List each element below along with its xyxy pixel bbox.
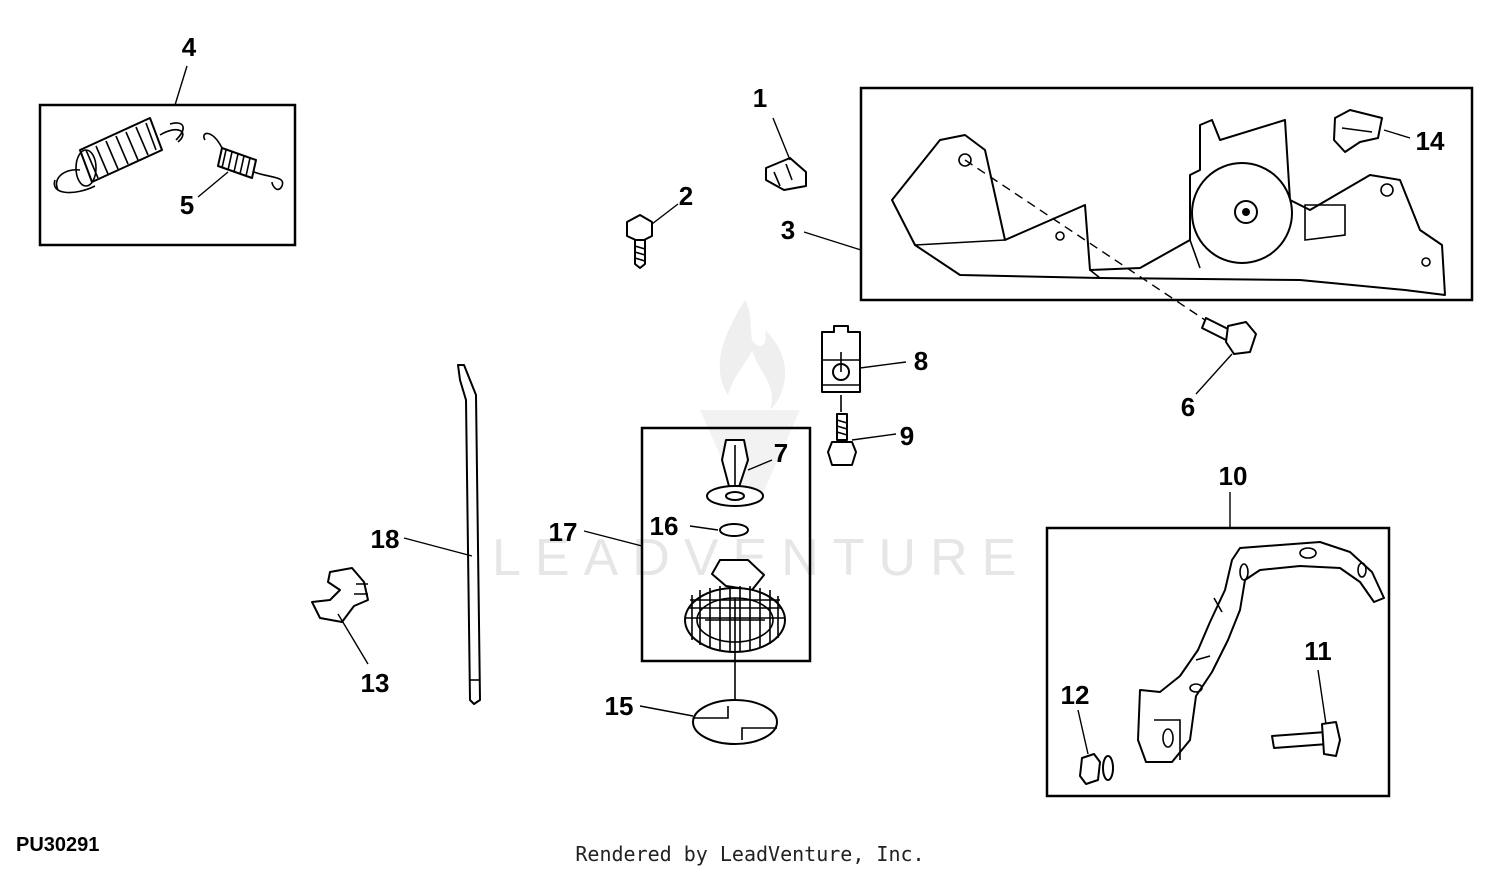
callout-1: 1 [753,83,767,113]
callout-6: 6 [1181,392,1195,422]
extension-spring-small [203,132,284,191]
render-credit: Rendered by LeadVenture, Inc. [575,842,925,866]
callout-5: 5 [180,190,194,220]
callout-7: 7 [774,438,788,468]
callout-4: 4 [182,32,197,62]
callout-8: 8 [914,346,928,376]
governor-bracket-group [803,86,1474,331]
extension-spring-large [53,117,184,194]
callout-3: 3 [781,215,795,245]
callout-2: 2 [679,181,693,211]
bolt-6 [1195,317,1257,395]
callout-11: 11 [1304,636,1332,666]
governor-gear [684,559,786,653]
cable-bracket-8 [821,325,907,393]
callout-labels: 4 5 1 2 3 14 6 8 9 7 16 17 15 18 13 10 1… [180,32,1445,721]
rod-clamp [311,567,369,665]
o-ring-washer [719,523,749,537]
bracket-clip-14 [1333,109,1411,153]
spring-kit-group [38,65,297,247]
callout-15: 15 [605,691,634,721]
hex-nut-and-washer [1077,709,1114,785]
screw-2 [626,203,679,269]
callout-16: 16 [650,511,679,541]
callout-13: 13 [361,668,390,698]
cable-clamp [765,117,807,191]
diagram-id-label: PU30291 [16,834,100,856]
governor-gear-group [583,426,812,700]
flame-logo-icon [719,300,786,410]
callout-17: 17 [549,517,578,547]
watermark: LEADVENTURE [492,300,1016,587]
governor-pin [706,439,773,507]
thrust-washer [639,699,778,745]
callout-10: 10 [1219,461,1248,491]
callout-18: 18 [371,524,400,554]
callout-12: 12 [1061,680,1090,710]
carriage-bolt [1271,669,1341,757]
governor-rod [403,364,481,705]
screw-9 [827,395,897,466]
callout-9: 9 [900,421,914,451]
callout-14: 14 [1416,126,1445,156]
mounting-bracket-group [1045,492,1391,798]
